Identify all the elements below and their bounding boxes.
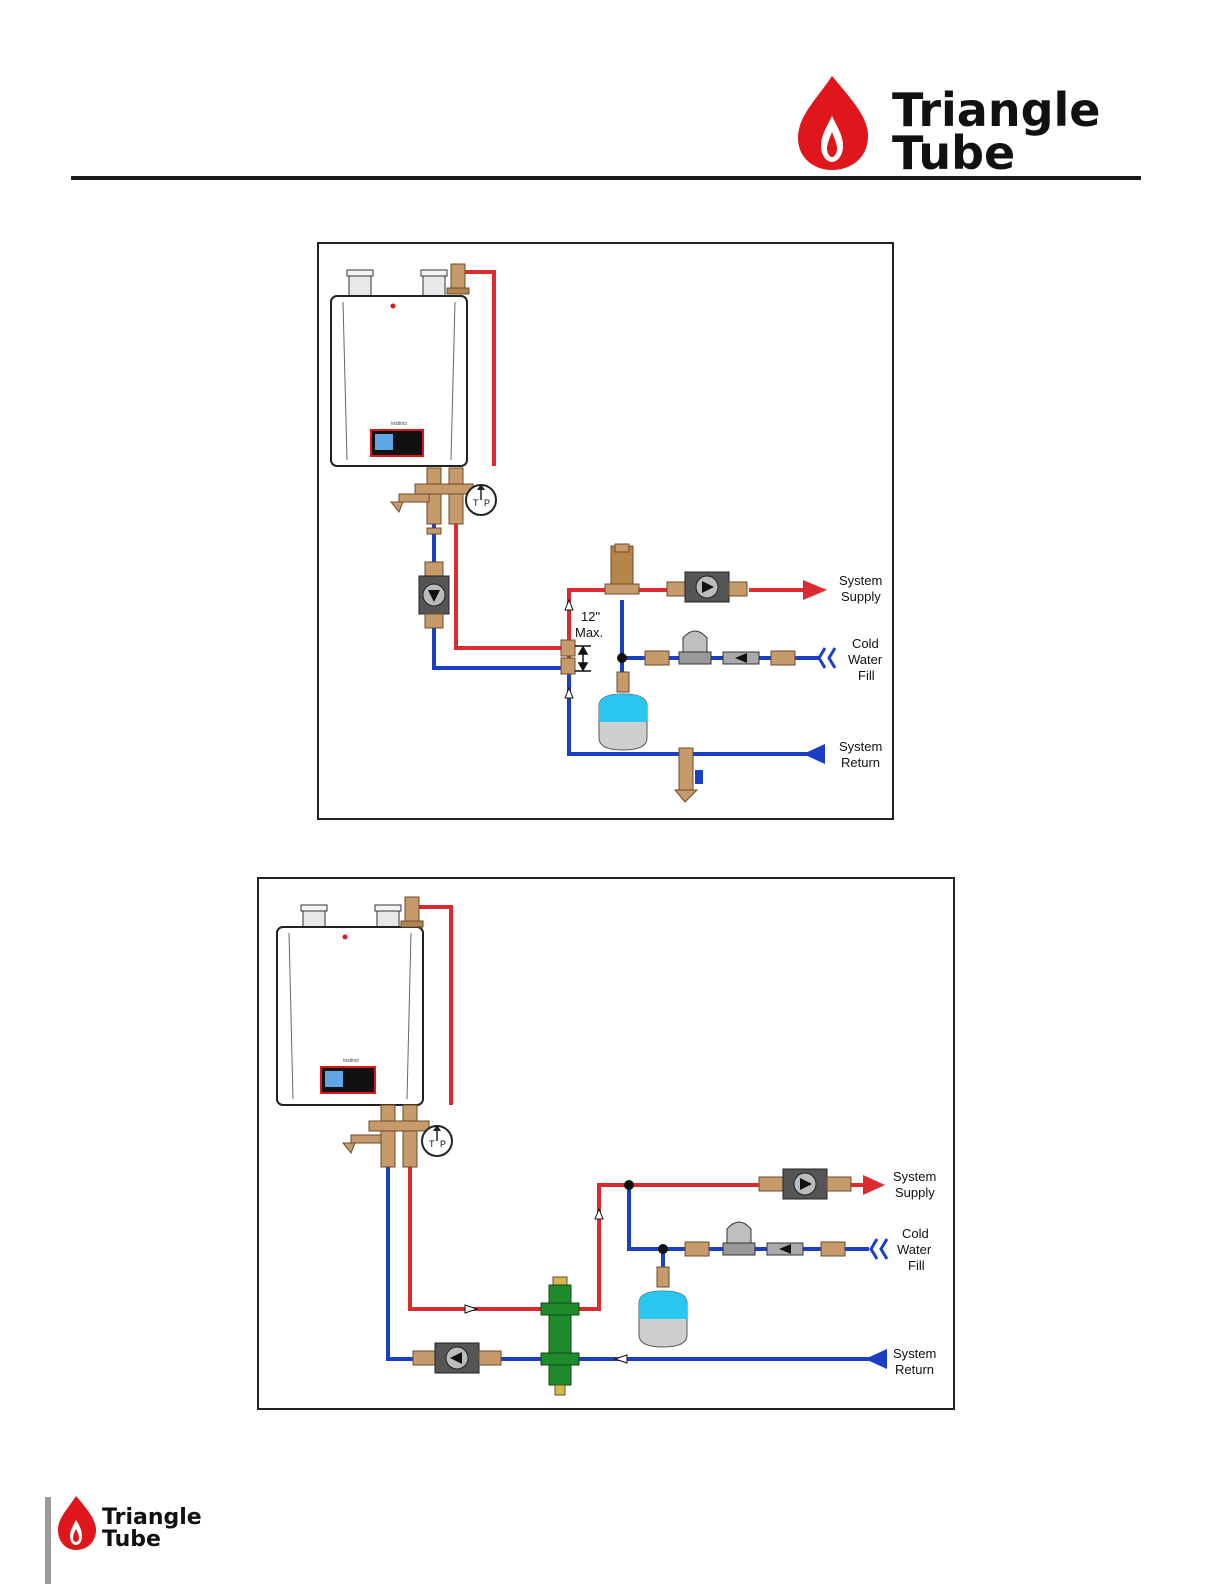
system-circulator-pump <box>667 572 747 602</box>
cold-water-fill-chevron-icon <box>871 1239 887 1259</box>
tee-junction <box>617 653 627 663</box>
boiler-display-screen <box>375 434 393 450</box>
max-spacing-dimension <box>575 646 591 671</box>
system-return-label-line2: Return <box>841 755 880 770</box>
gauge-t-label: T <box>473 498 479 508</box>
header-logo: Triangle Tube <box>796 72 1136 172</box>
header-rule <box>71 176 1141 180</box>
cold-water-fill-label-line1: Cold <box>902 1226 929 1241</box>
backflow-preventer <box>723 651 795 665</box>
pressure-relief-valve <box>447 264 469 294</box>
expansion-tank <box>639 1267 687 1347</box>
system-circulator-pump <box>759 1169 851 1199</box>
hydraulic-separator <box>541 1277 579 1395</box>
boiler-manifold-fittings <box>343 1105 429 1167</box>
system-supply-arrow-icon <box>803 580 827 600</box>
piping-diagram-primary-secondary: instinct T P <box>317 242 894 820</box>
cold-water-fill-label-line3: Fill <box>908 1258 925 1273</box>
supply-piping <box>456 272 807 664</box>
tp-gauge: T P <box>422 1125 452 1156</box>
cold-water-fill-chevron-icon <box>819 648 835 668</box>
system-supply-label-line2: Supply <box>841 589 881 604</box>
system-return-label-line2: Return <box>895 1362 934 1377</box>
boiler-model-label: instinct <box>343 1058 359 1064</box>
cold-water-fill-label-line1: Cold <box>852 636 879 651</box>
gauge-p-label: P <box>440 1139 446 1149</box>
boiler-circulator-pump <box>419 562 449 628</box>
system-return-arrow-icon <box>865 1349 887 1369</box>
system-return-label-line1: System <box>893 1346 936 1361</box>
cold-water-fill-label-line3: Fill <box>858 668 875 683</box>
system-supply-label-line1: System <box>893 1169 936 1184</box>
system-return-arrow-icon <box>803 744 825 764</box>
boiler-model-label: instinct <box>391 421 407 427</box>
footer-logo: Triangle Tube <box>56 1494 206 1554</box>
boiler: instinct <box>277 905 423 1105</box>
gauge-t-label: T <box>429 1139 435 1149</box>
boiler-display-screen <box>325 1071 343 1087</box>
expansion-tank-drop <box>629 1185 663 1249</box>
return-piping <box>388 1105 869 1359</box>
footer-bar <box>45 1497 51 1584</box>
boiler-circulator-pump <box>413 1343 501 1373</box>
footer-logo-text-tube: Tube <box>102 1527 161 1552</box>
system-return-label-line1: System <box>839 739 882 754</box>
max-spacing-label-line1: 12" <box>581 609 600 624</box>
system-supply-label-line1: System <box>839 573 882 588</box>
air-separator <box>605 544 639 594</box>
tee-junction-fill <box>658 1244 668 1254</box>
relief-valve-discharge-pipe <box>464 272 494 466</box>
cold-water-fill-label-line2: Water <box>848 652 883 667</box>
boiler-manifold-fittings <box>391 468 473 534</box>
tp-gauge: T P <box>466 484 496 515</box>
gauge-p-label: P <box>484 498 490 508</box>
pressure-relief-valve <box>401 897 423 927</box>
max-spacing-label-line2: Max. <box>575 625 603 640</box>
expansion-tank <box>599 672 647 750</box>
boiler: instinct <box>331 270 467 466</box>
system-supply-arrow-icon <box>863 1175 885 1195</box>
drain-valve <box>675 748 703 802</box>
system-supply-label-line2: Supply <box>895 1185 935 1200</box>
cold-water-fill-label-line2: Water <box>897 1242 932 1257</box>
piping-diagram-hydraulic-separator: instinct T P <box>257 877 955 1410</box>
logo-text-tube: Tube <box>892 126 1015 172</box>
tee-junction-supply <box>624 1180 634 1190</box>
